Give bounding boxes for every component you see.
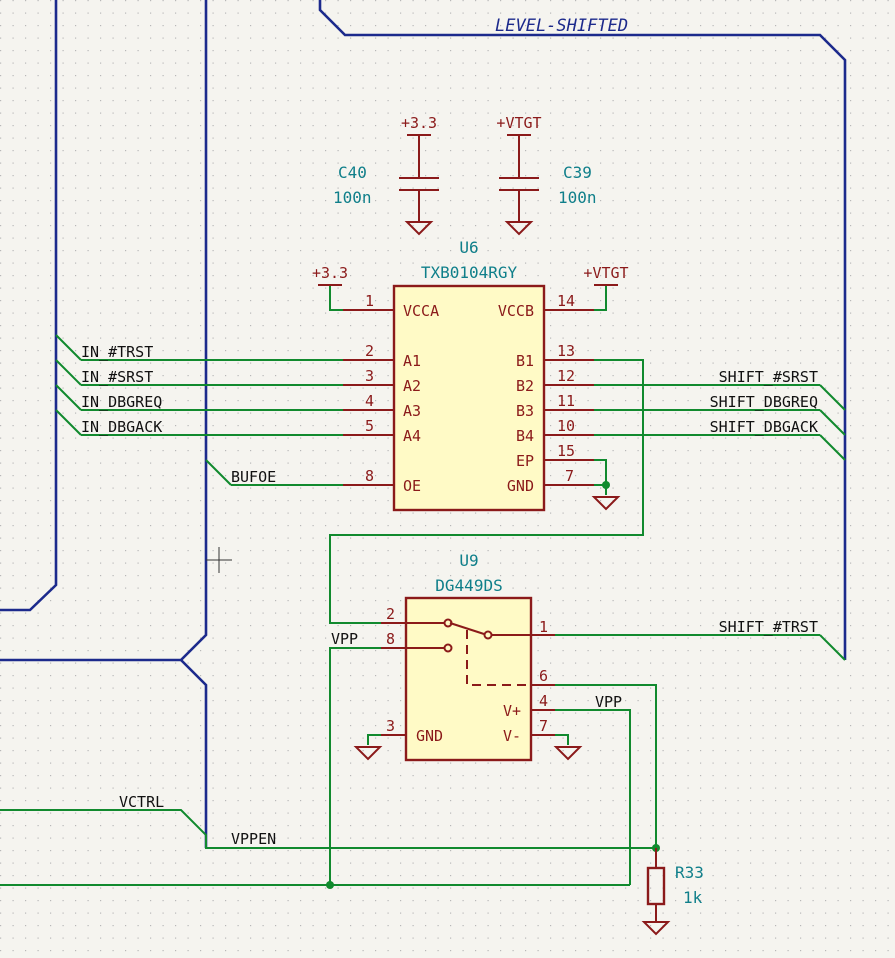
u6-pin-name: OE — [403, 477, 421, 495]
u9-ground-symbol — [353, 746, 383, 761]
c40-value: 100n — [333, 188, 372, 207]
u6-pin-num: 10 — [557, 417, 575, 435]
u9-pin-num: 1 — [539, 618, 548, 636]
bus-lines — [0, 0, 847, 848]
capacitor-c40[interactable] — [399, 134, 439, 236]
u6-pin-name: A2 — [403, 377, 421, 395]
bus-entries-right — [819, 384, 846, 661]
u9-pin-name: GND — [416, 727, 443, 745]
net-label: IN_DBGACK — [81, 418, 162, 436]
c40-power-label: +3.3 — [401, 114, 437, 132]
net-label: IN_#TRST — [81, 343, 153, 361]
u9-pin-num: 2 — [386, 605, 395, 623]
net-label: SHIFT_#SRST — [719, 368, 818, 386]
u6-pin-name: B2 — [516, 377, 534, 395]
u6-pin-num: 15 — [557, 442, 575, 460]
net-label: IN_DBGREQ — [81, 393, 162, 411]
u6-pin-name: EP — [516, 452, 534, 470]
u9-ref: U9 — [459, 551, 478, 570]
u9-pin-num: 3 — [386, 717, 395, 735]
u9-vminus-ground-symbol — [553, 746, 583, 761]
c39-ref: C39 — [563, 163, 592, 182]
resistor-r33[interactable] — [641, 848, 671, 936]
u6-pin-num: 8 — [365, 467, 374, 485]
u6-body[interactable] — [392, 284, 546, 512]
u6-pin-num: 14 — [557, 292, 575, 310]
u6-pin-num: 4 — [365, 392, 374, 410]
u6-pin-name: B3 — [516, 402, 534, 420]
c39-value: 100n — [558, 188, 597, 207]
u9-body[interactable] — [404, 596, 533, 762]
wires — [0, 285, 820, 886]
net-label: BUFOE — [231, 468, 276, 486]
u6-ref: U6 — [459, 238, 478, 257]
net-label: VCTRL — [119, 793, 164, 811]
u6-pin-name: VCCA — [403, 302, 439, 320]
u6-pin-name: A4 — [403, 427, 421, 445]
u6-pin-num: 5 — [365, 417, 374, 435]
u6-pin-name: B4 — [516, 427, 534, 445]
r33-value: 1k — [683, 888, 703, 907]
u6-pin-name: A3 — [403, 402, 421, 420]
net-label: SHIFT_DBGREQ — [710, 393, 818, 411]
u6-pin-num: 7 — [565, 467, 574, 485]
u6-pin-name: A1 — [403, 352, 421, 370]
net-label: VPP — [595, 693, 622, 711]
net-label: SHIFT_#TRST — [719, 618, 818, 636]
bus-entries-left — [55, 334, 232, 486]
net-label: SHIFT_DBGACK — [710, 418, 818, 436]
u9-switch-symbol — [406, 618, 531, 686]
u6-ground-symbol — [591, 496, 621, 511]
u9-pin-num: 7 — [539, 717, 548, 735]
c40-ref: C40 — [338, 163, 367, 182]
net-label: IN_#SRST — [81, 368, 153, 386]
u6-pin-name: GND — [507, 477, 534, 495]
bus-label: LEVEL-SHIFTED — [495, 16, 628, 36]
u6-pin-name: B1 — [516, 352, 534, 370]
u6-power-left-label: +3.3 — [312, 264, 348, 282]
u9-pin-num: 4 — [539, 692, 548, 710]
junctions — [326, 481, 660, 889]
net-label: VPP — [331, 630, 358, 648]
u6-pin-num: 12 — [557, 367, 575, 385]
u6-pin-lines — [343, 309, 594, 486]
net-label: VPPEN — [231, 830, 276, 848]
u9-pin-num: 8 — [386, 630, 395, 648]
u6-pin-name: VCCB — [498, 302, 534, 320]
cursor-crosshair-icon — [206, 547, 232, 573]
c39-power-label: +VTGT — [496, 114, 541, 132]
u6-pin-num: 11 — [557, 392, 575, 410]
u6-pin-num: 13 — [557, 342, 575, 360]
u9-pin-name: V- — [503, 727, 521, 745]
u9-pin-name: V+ — [503, 702, 521, 720]
u6-pin-num: 1 — [365, 292, 374, 310]
u9-pin-lines — [381, 622, 555, 736]
u6-power-right-label: +VTGT — [583, 264, 628, 282]
r33-ref: R33 — [675, 863, 704, 882]
u9-pin-num: 6 — [539, 667, 548, 685]
u9-part: DG449DS — [435, 576, 502, 595]
u6-pin-num: 2 — [365, 342, 374, 360]
capacitor-c39[interactable] — [499, 134, 539, 236]
u6-pin-num: 3 — [365, 367, 374, 385]
u6-part: TXB0104RGY — [421, 263, 518, 282]
